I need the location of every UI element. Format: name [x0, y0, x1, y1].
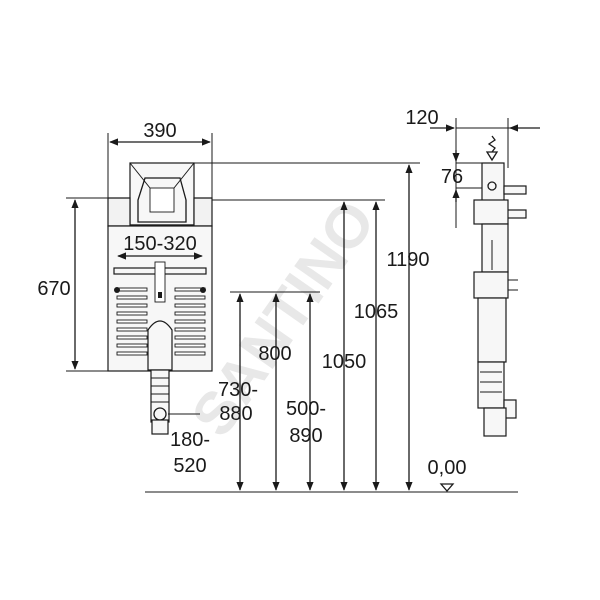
flow-arrow-icon — [485, 135, 499, 162]
dim-390: 390 — [143, 120, 176, 142]
dim-1190: 1190 — [386, 249, 429, 271]
dim-670: 670 — [37, 278, 70, 300]
front-view — [107, 162, 213, 435]
dim-150-320: 150-320 — [123, 233, 196, 255]
dim-76: 76 — [441, 166, 463, 188]
dim-800: 800 — [258, 343, 291, 365]
dim-1050: 1050 — [322, 351, 367, 373]
dim-500-890-a: 500- — [286, 398, 326, 420]
side-view — [473, 162, 527, 437]
dim-120: 120 — [405, 107, 438, 129]
dim-500-890-b: 890 — [289, 425, 322, 447]
dim-730-880-a: 730- — [218, 379, 258, 401]
dim-730-880-b: 880 — [219, 403, 252, 425]
plate-slots — [116, 287, 206, 356]
dim-floor-level: 0,00 — [428, 457, 467, 479]
dim-1065: 1065 — [354, 301, 399, 323]
floor-level-marker — [439, 483, 455, 492]
dim-180-520-a: 180- — [170, 429, 210, 451]
dim-180-520-b: 520 — [173, 455, 206, 477]
